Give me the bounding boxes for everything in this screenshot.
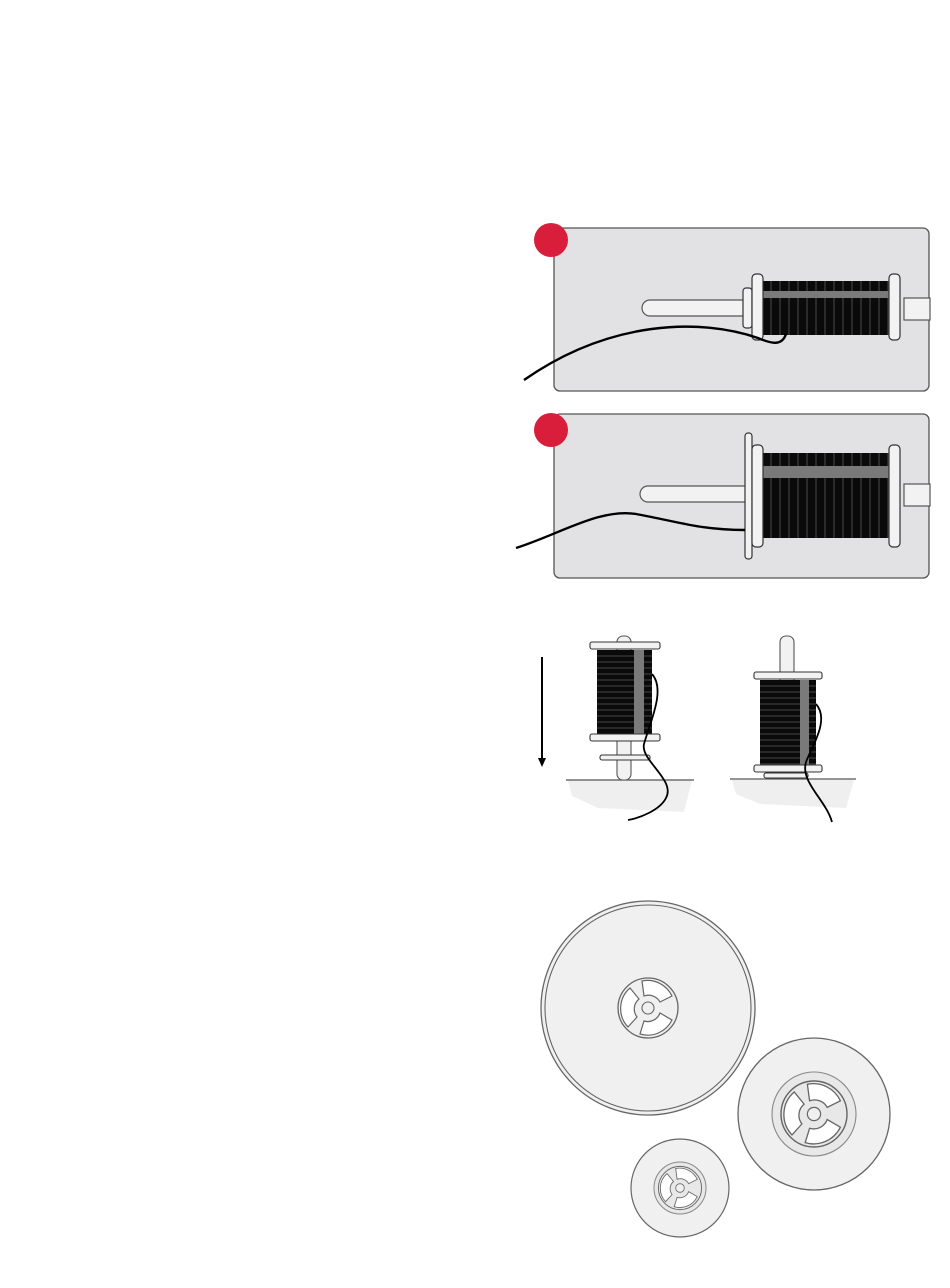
panel-horizontal-spool-1 — [524, 223, 930, 391]
step-marker-icon — [534, 413, 568, 447]
panel-horizontal-spool-2 — [516, 413, 930, 578]
vertical-spool-pair — [538, 636, 856, 822]
spool-cap-small — [743, 288, 752, 328]
step-marker-icon — [534, 223, 568, 257]
vertical-spool-left — [566, 636, 694, 820]
machine-surface — [568, 780, 692, 812]
spool-cap-small-disc — [631, 1139, 729, 1237]
machine-surface — [732, 780, 854, 808]
spool-cap-large — [745, 433, 752, 559]
thread-spool — [752, 274, 900, 340]
thread-spool — [752, 445, 900, 547]
arrow-down-icon — [538, 657, 546, 767]
spool-pin-base — [904, 484, 930, 506]
vertical-spool-right — [730, 636, 856, 822]
spool-pin — [640, 486, 762, 502]
spool-pin-base — [904, 298, 930, 320]
spool-cap-medium-disc — [738, 1038, 890, 1190]
spool-cap-large-disc — [541, 901, 755, 1115]
